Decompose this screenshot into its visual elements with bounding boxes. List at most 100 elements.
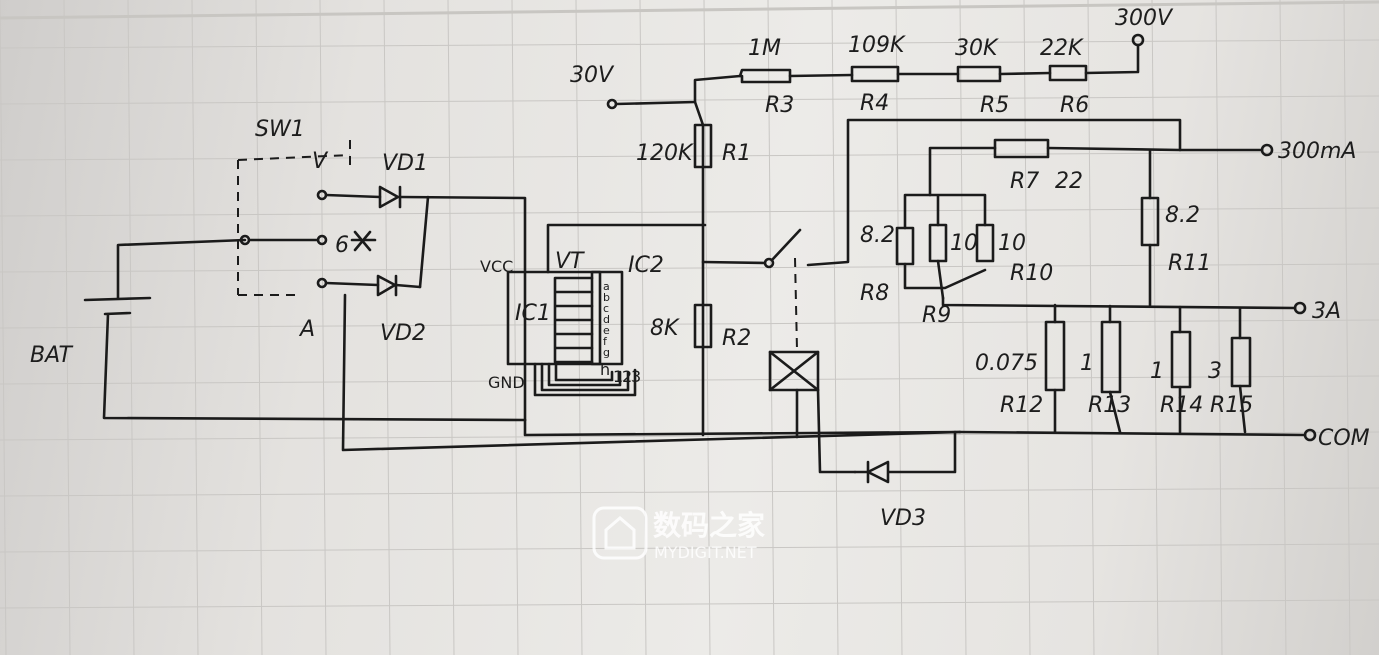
resistor-r13-ref: R13: [1088, 393, 1131, 418]
resistor-r10: [975, 223, 995, 263]
resistor-r9: [928, 223, 948, 263]
diode-vd1: [324, 185, 527, 422]
resistor-r2: [693, 303, 713, 349]
diode-vd2-label: VD2: [380, 321, 426, 346]
wire-r8-r10-bottom: [903, 259, 987, 300]
terminal-com[interactable]: [1303, 428, 1317, 442]
terminal-3a[interactable]: [1293, 301, 1307, 315]
wire-3a: [941, 296, 1297, 310]
resistor-r12-value: 0.075: [975, 351, 1038, 376]
battery-symbol: [83, 238, 527, 422]
ic1-block: [506, 223, 707, 397]
terminal-3a-label: 3A: [1312, 299, 1341, 324]
grid-line: [959, 0, 967, 655]
watermark-logo-icon: [592, 506, 648, 560]
wire-r6-300v: [1084, 43, 1140, 75]
battery-label: BAT: [30, 343, 74, 368]
ic2-label: IC2: [628, 253, 664, 278]
terminal-300v-label: 300V: [1115, 6, 1174, 31]
resistor-r9-value: 10: [950, 231, 978, 256]
resistor-r3: [738, 68, 792, 84]
terminal-30v-label: 30V: [570, 63, 615, 88]
grid-line: [0, 543, 1379, 553]
resistor-r4: [850, 65, 900, 83]
wire-r8-r10-top: [903, 193, 987, 230]
resistor-r8-value: 8.2: [860, 223, 895, 248]
resistor-r3-ref: R3: [765, 93, 794, 118]
ic2-pin-3: 3: [631, 367, 641, 386]
ic1-label: IC1: [515, 301, 551, 326]
resistor-r6: [1048, 64, 1088, 82]
resistor-r5-value: 30K: [955, 36, 999, 61]
wire-r7: [928, 146, 1264, 197]
diode-vd1-label: VD1: [382, 151, 428, 176]
grid-line: [831, 0, 839, 655]
watermark-name: 数码之家: [653, 509, 765, 542]
switch-sw1: [237, 140, 351, 296]
grid-line: [1343, 0, 1351, 655]
grid-line: [0, 207, 1379, 217]
range-switch: [701, 118, 1182, 474]
resistor-r6-value: 22K: [1040, 36, 1084, 61]
wire-r3-r4: [788, 73, 854, 78]
resistor-r15-ref: R15: [1210, 393, 1253, 418]
resistor-r11: [1140, 196, 1160, 247]
wire-r1-r2: [693, 100, 705, 437]
resistor-r14-value: 1: [1150, 359, 1164, 384]
grid-line: [1215, 0, 1223, 655]
ic1-gnd-label: GND: [488, 373, 525, 392]
page-edge: [0, 0, 1379, 20]
diode-vd3: [853, 430, 957, 484]
vt-label: VT: [555, 249, 585, 274]
resistor-r1: [693, 123, 713, 169]
resistor-r1-ref: R1: [722, 141, 751, 166]
grid-line: [0, 319, 1379, 329]
ic2-pin-1: 1: [613, 367, 623, 386]
grid-line: [511, 0, 519, 655]
resistor-r15-value: 3: [1208, 359, 1222, 384]
ic2-side-pin: g: [603, 346, 610, 359]
wire-30v: [614, 74, 742, 106]
resistor-r9-ref: R9: [922, 303, 951, 328]
resistor-r13-value: 1: [1080, 351, 1094, 376]
switch-pos-v: V: [312, 149, 329, 174]
switch-mid-mark: [350, 230, 377, 252]
ic2-pin-2: 2: [622, 367, 632, 386]
grid-line: [1279, 0, 1287, 655]
resistor-r8-ref: R8: [860, 281, 889, 306]
grid-line: [255, 0, 263, 655]
switch-pos-a: A: [298, 317, 315, 342]
resistor-r3-value: 1M: [748, 36, 781, 61]
ic2-side-pin: b: [603, 291, 610, 304]
grid-line: [895, 0, 903, 655]
ic2-pin-h: h: [600, 360, 610, 379]
grid-line: [1151, 0, 1159, 655]
diode-vd3-label: VD3: [880, 506, 926, 531]
wire-ground-bus: [523, 418, 962, 437]
resistor-r1-value: 120K: [636, 141, 694, 166]
ic2-side-pin: e: [603, 324, 610, 337]
resistor-r11-value: 8.2: [1165, 203, 1200, 228]
grid-line: [703, 0, 711, 655]
resistor-r12-ref: R12: [1000, 393, 1043, 418]
resistor-r5-ref: R5: [980, 93, 1009, 118]
grid-line: [0, 95, 1379, 105]
grid-line: [0, 599, 1379, 609]
resistor-r2-ref: R2: [722, 326, 751, 351]
grid-line: [575, 0, 583, 655]
ic2-side-pin: c: [603, 302, 609, 315]
ic2-side-pin: f: [603, 335, 608, 348]
diode-vd2: [324, 274, 962, 452]
resistor-r14-ref: R14: [1160, 393, 1203, 418]
resistor-r10-value: 10: [998, 231, 1026, 256]
resistor-r6-ref: R6: [1060, 93, 1089, 118]
terminal-300v[interactable]: [1131, 33, 1145, 47]
shunt-r12-r15: [958, 303, 1307, 437]
wire-r5-r6: [998, 71, 1052, 76]
grid-line: [191, 0, 199, 655]
grid-line: [447, 0, 455, 655]
terminal-300ma[interactable]: [1260, 143, 1274, 157]
